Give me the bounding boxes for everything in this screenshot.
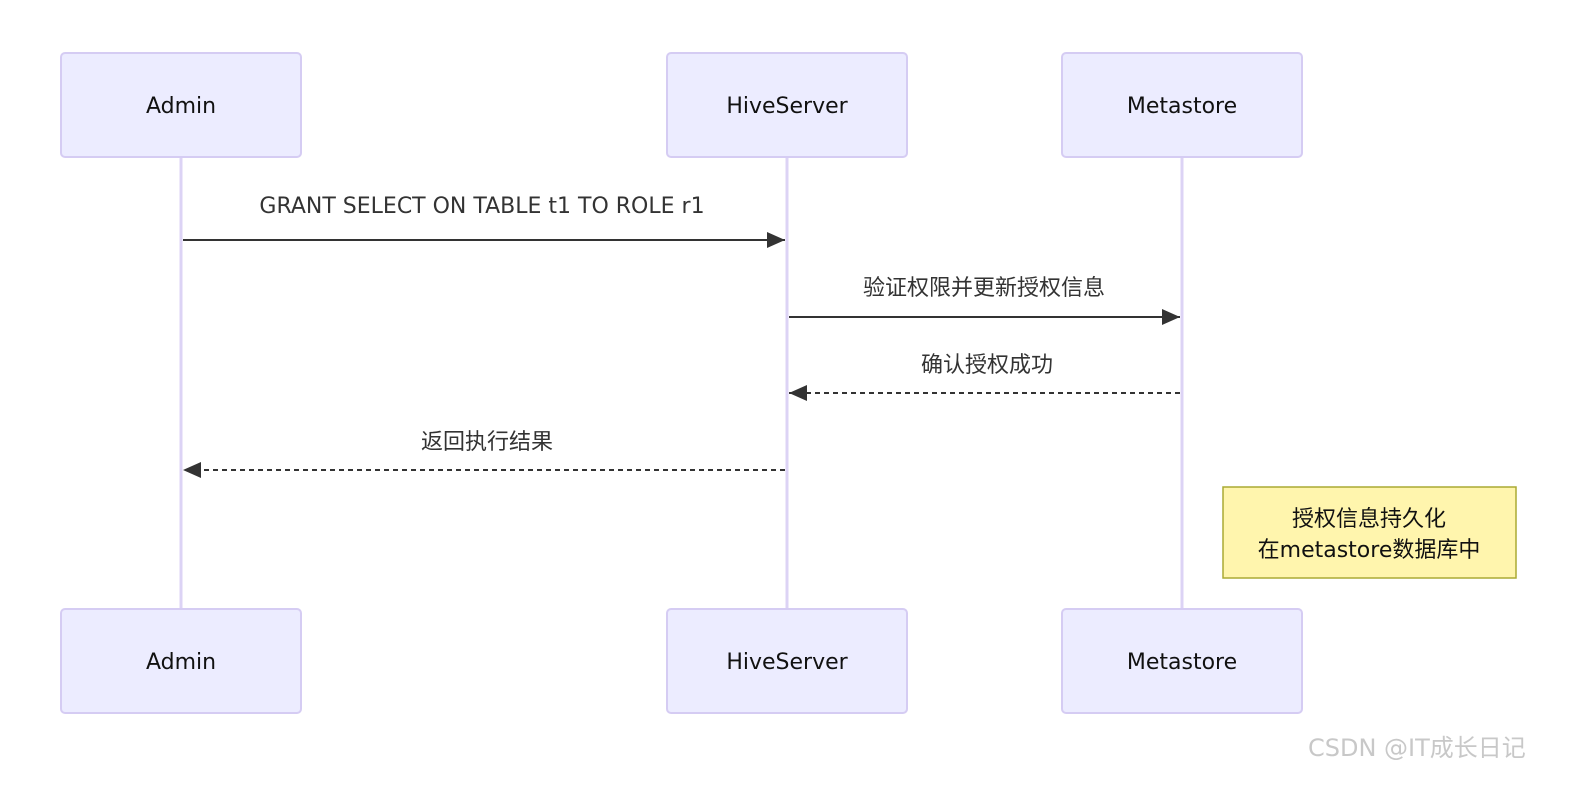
actor-box-admin-top: Admin <box>60 52 302 158</box>
actor-box-metastore-bottom: Metastore <box>1061 608 1303 714</box>
message-label-grant-select: GRANT SELECT ON TABLE t1 TO ROLE r1 <box>259 194 704 219</box>
message-return-result: 返回执行结果 <box>183 430 785 478</box>
message-label-verify-update: 验证权限并更新授权信息 <box>863 276 1105 301</box>
message-label-confirm-success: 确认授权成功 <box>921 353 1053 378</box>
actor-box-admin-bottom: Admin <box>60 608 302 714</box>
message-grant-select: GRANT SELECT ON TABLE t1 TO ROLE r1 <box>183 194 785 248</box>
note-line-2: 在metastore数据库中 <box>1258 538 1481 563</box>
actor-label-metastore-bottom: Metastore <box>1127 650 1237 675</box>
message-confirm-success: 确认授权成功 <box>789 353 1180 401</box>
actor-box-metastore-top: Metastore <box>1061 52 1303 158</box>
actor-box-hiveserver-bottom: HiveServer <box>666 608 908 714</box>
actor-label-hiveserver-top: HiveServer <box>726 94 848 119</box>
message-verify-update: 验证权限并更新授权信息 <box>789 276 1180 325</box>
watermark-text: CSDN @IT成长日记 <box>1308 734 1526 762</box>
message-label-return-result: 返回执行结果 <box>421 430 553 455</box>
note-persistence: 授权信息持久化 在metastore数据库中 <box>1222 486 1517 579</box>
actor-label-admin-top: Admin <box>146 94 216 119</box>
actor-box-hiveserver-top: HiveServer <box>666 52 908 158</box>
note-line-1: 授权信息持久化 <box>1292 507 1446 532</box>
actor-label-hiveserver-bottom: HiveServer <box>726 650 848 675</box>
actor-label-admin-bottom: Admin <box>146 650 216 675</box>
actor-label-metastore-top: Metastore <box>1127 94 1237 119</box>
